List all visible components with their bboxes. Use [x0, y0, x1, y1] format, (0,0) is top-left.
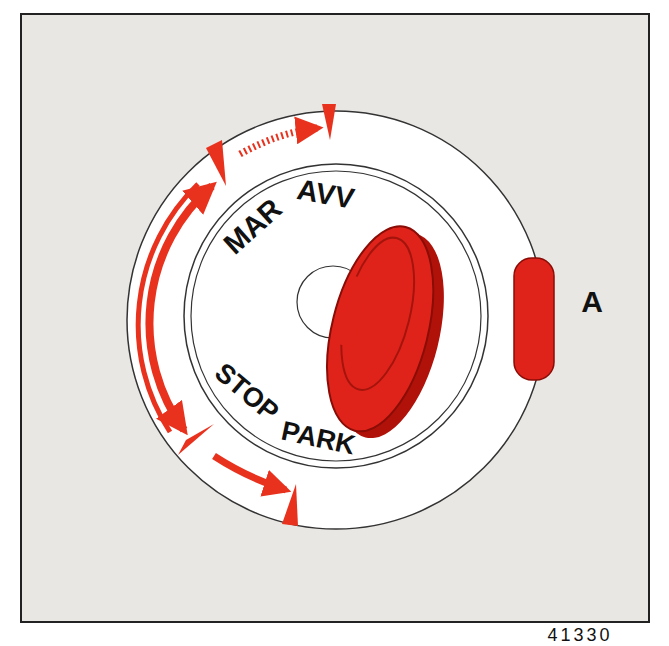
switch-ring [184, 164, 488, 468]
release-button [514, 258, 554, 380]
key [307, 215, 464, 449]
rotation-arrow-outer [138, 184, 198, 432]
position-tick [178, 424, 214, 455]
park-arrow [214, 456, 286, 490]
position-tick [206, 140, 226, 186]
callout-letter: A [581, 287, 603, 317]
switch-face [191, 171, 481, 461]
panel [21, 14, 649, 622]
figure-number: 41330 [547, 626, 612, 644]
position-tick [282, 484, 298, 526]
start-arrow [240, 128, 318, 154]
switch-bezel [127, 111, 545, 529]
rotation-arrow [149, 186, 212, 430]
position-tick [322, 104, 336, 140]
